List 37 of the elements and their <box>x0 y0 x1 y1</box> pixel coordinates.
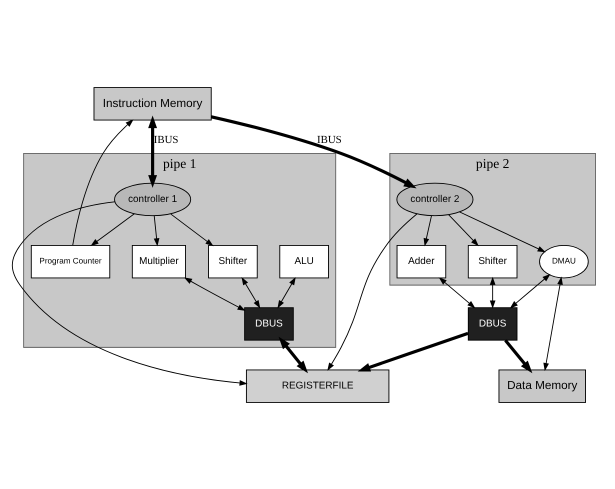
arrow <box>277 276 296 308</box>
node-box: DBUS <box>468 306 518 340</box>
arrow <box>278 336 308 373</box>
arrow <box>448 214 479 246</box>
node-box: Adder <box>396 244 446 278</box>
arrow <box>490 276 496 308</box>
arrow <box>170 213 214 246</box>
edge-label: IBUS <box>317 134 342 146</box>
arrow <box>210 114 417 188</box>
arrow <box>241 276 260 308</box>
arrow <box>424 214 432 246</box>
arrow <box>358 331 468 371</box>
node-box: Program Counter <box>30 244 110 278</box>
node-box: REGISTERFILE <box>246 368 390 402</box>
node-box: Instruction Memory <box>94 86 212 120</box>
arrow <box>459 210 546 252</box>
arrow <box>12 200 248 386</box>
arrow <box>184 276 246 310</box>
node-box: Shifter <box>468 244 518 278</box>
edge-label: IBUS <box>154 134 178 146</box>
arrow <box>438 276 476 308</box>
node-ellipse: DMAU <box>539 244 589 278</box>
arrow <box>154 214 160 246</box>
node-box: Shifter <box>208 244 258 278</box>
node-box: DBUS <box>244 306 294 340</box>
arrow <box>72 118 134 246</box>
node-box: ALU <box>279 244 329 278</box>
arrow <box>148 114 158 188</box>
arrow <box>504 338 532 373</box>
arrow <box>90 212 135 246</box>
node-ellipse: controller 2 <box>396 182 474 216</box>
arrow <box>327 212 418 370</box>
arrow <box>543 276 563 371</box>
node-box: Multiplier <box>132 244 186 278</box>
node-box: Data Memory <box>498 368 586 402</box>
arrow <box>510 273 551 308</box>
node-ellipse: controller 1 <box>114 182 192 216</box>
